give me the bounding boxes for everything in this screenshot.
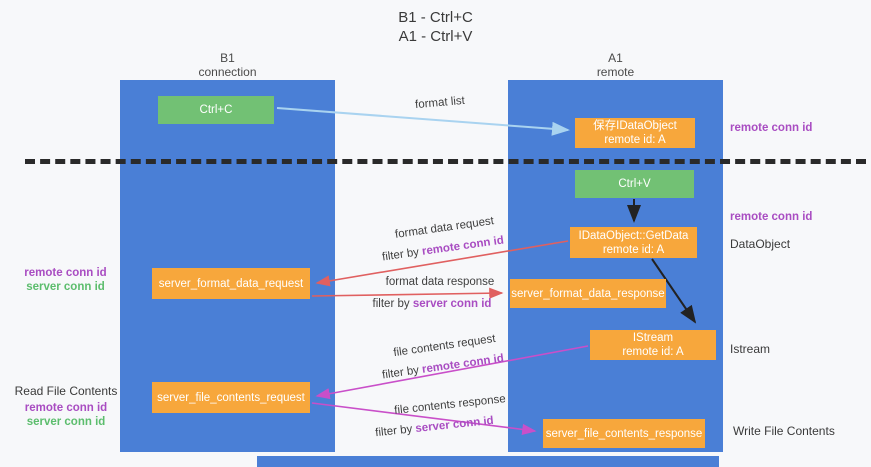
right-column-subtitle: remote xyxy=(596,65,635,79)
label-remote-conn-id-mid: remote conn id xyxy=(730,211,813,223)
left-bottom-labels: Read File Contents remote conn id server… xyxy=(12,384,120,429)
node-istream-line1: IStream xyxy=(632,332,674,344)
label-dataobject: DataObject xyxy=(730,237,791,251)
node-server-file-contents-response-label: server_file_contents_response xyxy=(545,427,703,440)
node-save-idataobject-line2: remote id: A xyxy=(604,134,666,146)
right-column-title: A1 xyxy=(608,51,623,65)
label-format-data-response-filter: filter by server conn id xyxy=(352,298,512,310)
label-remote-conn-id-left-bottom: remote conn id xyxy=(24,402,108,414)
label-read-file-contents: Read File Contents xyxy=(14,384,118,398)
node-server-file-contents-request: server_file_contents_request xyxy=(152,382,310,413)
filter-prefix: filter by xyxy=(381,363,423,382)
node-getdata-line1: IDataObject::GetData xyxy=(578,229,689,242)
node-server-format-data-request-label: server_format_data_request xyxy=(158,277,304,290)
node-idataobject-getdata: IDataObject::GetData remote id: A xyxy=(570,227,697,258)
filter-key-remote-conn-id: remote conn id xyxy=(421,352,505,376)
node-server-file-contents-response: server_file_contents_response xyxy=(543,419,705,448)
node-getdata-line2: remote id: A xyxy=(602,243,665,256)
label-remote-conn-id-top: remote conn id xyxy=(730,122,813,134)
left-column-title: B1 xyxy=(220,51,235,65)
node-istream: IStream remote id: A xyxy=(590,330,716,360)
left-column-subtitle: connection xyxy=(198,65,257,79)
label-istream: Istream xyxy=(730,342,771,356)
node-ctrl-c: Ctrl+C xyxy=(158,96,274,124)
node-ctrl-c-label: Ctrl+C xyxy=(199,104,233,116)
bottom-partial-bar xyxy=(257,456,719,467)
node-server-file-contents-request-label: server_file_contents_request xyxy=(157,391,305,404)
label-write-file-contents: Write File Contents xyxy=(733,424,835,438)
node-ctrl-v-label: Ctrl+V xyxy=(618,178,651,190)
label-remote-conn-id-left: remote conn id xyxy=(24,267,107,279)
machine-boundary-dashed-line xyxy=(25,159,866,164)
filter-key-server-conn-id: server conn id xyxy=(412,298,492,310)
node-istream-line2: remote id: A xyxy=(622,346,684,358)
left-mid-conn-ids: remote conn id server conn id xyxy=(18,266,113,294)
filter-key-remote-conn-id: remote conn id xyxy=(421,234,505,258)
right-column-header: A1 remote xyxy=(508,51,723,79)
filter-prefix: filter by xyxy=(374,423,417,440)
arrow-format-data-response xyxy=(311,287,504,299)
diagram-title: B1 - Ctrl+C A1 - Ctrl+V xyxy=(0,8,871,46)
label-format-data-response: format data response xyxy=(385,276,495,288)
node-save-idataobject: 保存IDataObject remote id: A xyxy=(575,118,695,148)
filter-key-server-conn-id: server conn id xyxy=(414,414,495,435)
node-server-format-data-request: server_format_data_request xyxy=(152,268,310,299)
node-ctrl-v: Ctrl+V xyxy=(575,170,694,198)
filter-prefix: filter by xyxy=(381,245,423,264)
left-column-header: B1 connection xyxy=(120,51,335,79)
label-server-conn-id-left-bottom: server conn id xyxy=(26,416,106,428)
title-line-1: B1 - Ctrl+C xyxy=(398,9,473,26)
node-server-format-data-response-label: server_format_data_response xyxy=(511,287,665,300)
node-server-format-data-response: server_format_data_response xyxy=(510,279,666,308)
node-save-idataobject-line1: 保存IDataObject xyxy=(593,120,677,132)
filter-prefix: filter by xyxy=(372,298,413,310)
label-server-conn-id-left: server conn id xyxy=(26,281,105,293)
label-format-list: format list xyxy=(414,94,466,112)
title-line-2: A1 - Ctrl+V xyxy=(398,28,473,45)
